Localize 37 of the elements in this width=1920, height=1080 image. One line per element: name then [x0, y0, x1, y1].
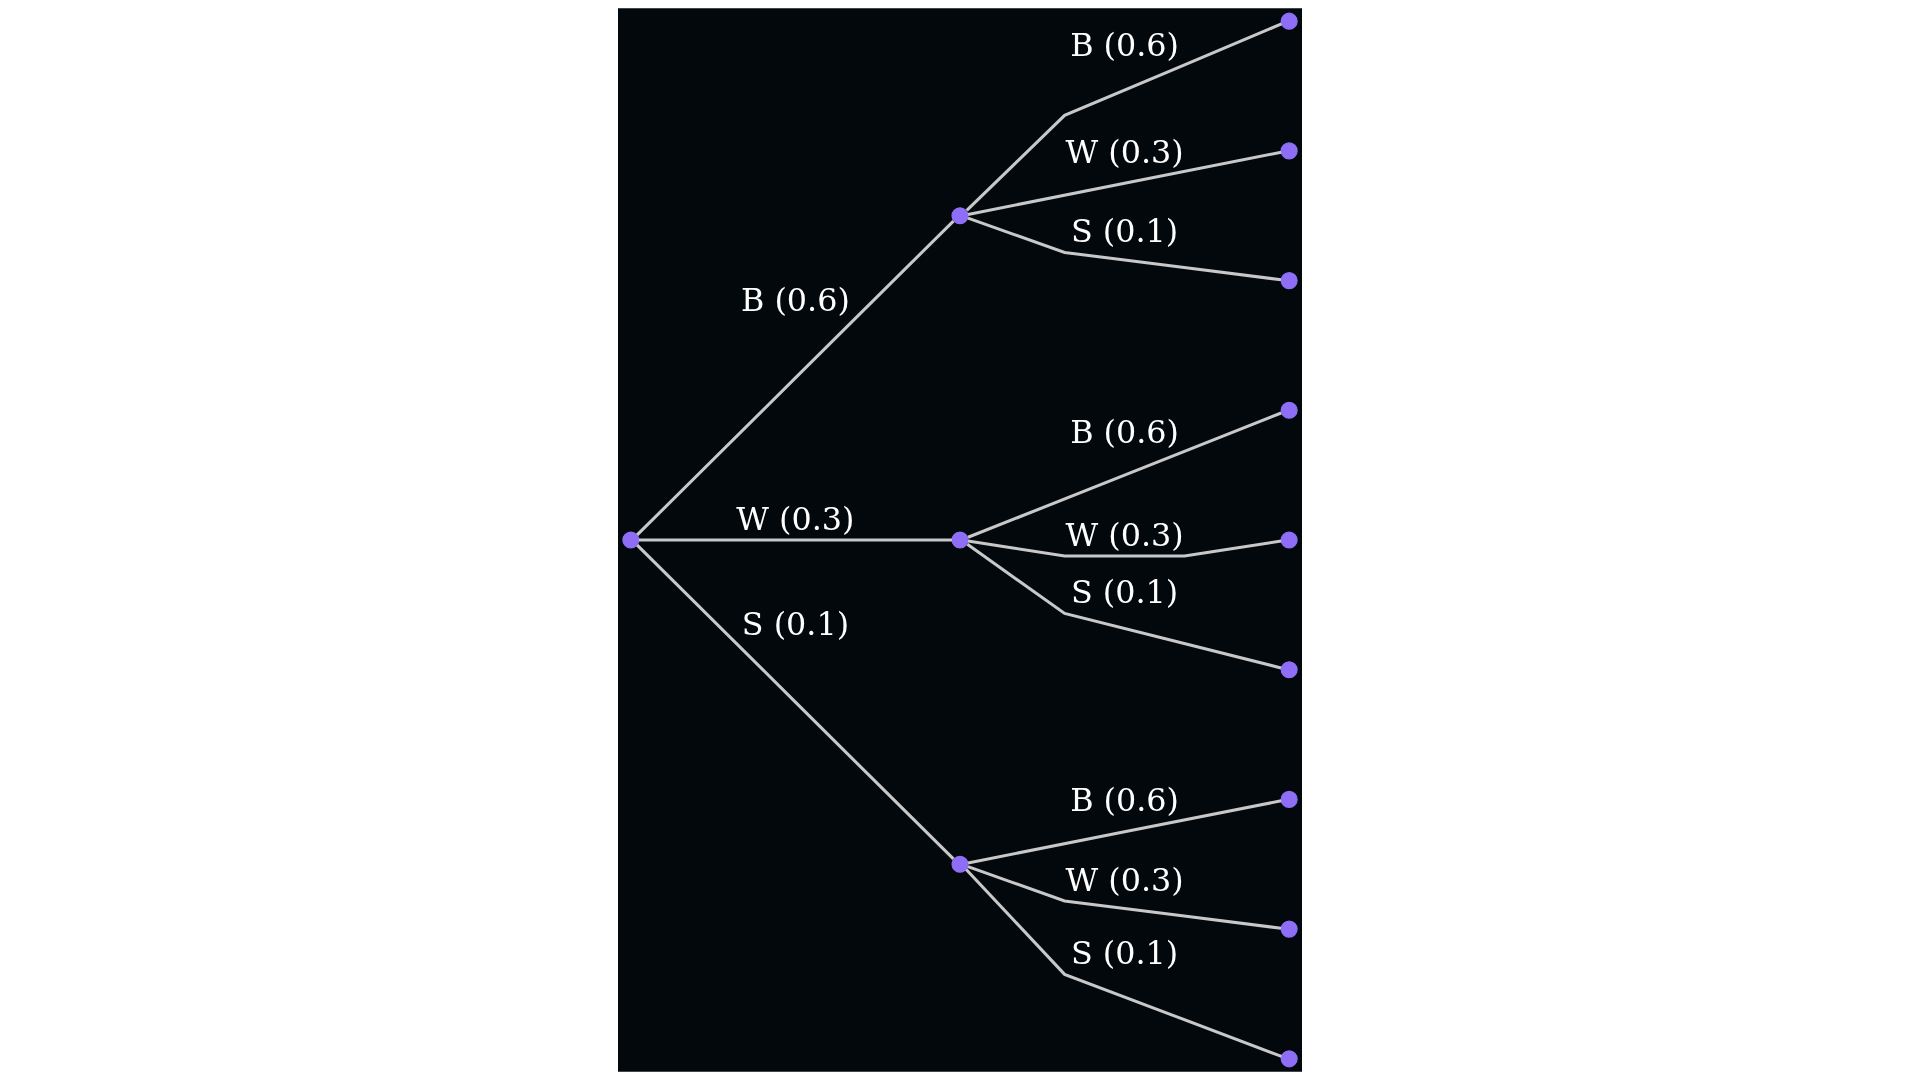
- node-circle: [1280, 531, 1298, 549]
- edge-label: W (0.3): [1065, 860, 1184, 899]
- node-circle: [951, 531, 969, 549]
- node-circle: [951, 855, 969, 873]
- connector: [966, 543, 1282, 670]
- node-circle: [1280, 272, 1298, 290]
- edge-label: B (0.6): [1070, 413, 1180, 452]
- node-circle: [1280, 12, 1298, 30]
- connector: [967, 799, 1282, 865]
- edge-label: W (0.3): [1065, 132, 1184, 171]
- connector: [636, 544, 955, 860]
- node-circle: [1280, 401, 1298, 419]
- connector: [636, 220, 955, 536]
- connector: [967, 216, 1282, 282]
- edge-label: B (0.6): [1070, 781, 1180, 820]
- edge-label: W (0.3): [736, 499, 855, 538]
- connector: [967, 411, 1282, 539]
- edge-label: S (0.1): [1070, 212, 1179, 251]
- node-circle: [622, 531, 640, 549]
- node-circle: [1280, 1050, 1298, 1068]
- node-circle: [951, 207, 969, 225]
- edge-label: S (0.1): [741, 605, 850, 644]
- node-circle: [1280, 142, 1298, 160]
- connector: [967, 865, 1282, 930]
- connector: [965, 22, 1283, 212]
- node-circle: [1280, 661, 1298, 679]
- edge-label: B (0.6): [1070, 26, 1180, 65]
- connector: [965, 868, 1283, 1058]
- edge-label: W (0.3): [1065, 515, 1184, 554]
- edge-label: B (0.6): [740, 280, 850, 319]
- connector: [967, 539, 1282, 558]
- connector: [967, 150, 1282, 216]
- connector: [638, 538, 952, 542]
- edge-label: S (0.1): [1070, 573, 1179, 612]
- node-circle: [1280, 790, 1298, 808]
- node-circle: [1280, 920, 1298, 938]
- edge-label: S (0.1): [1070, 934, 1179, 973]
